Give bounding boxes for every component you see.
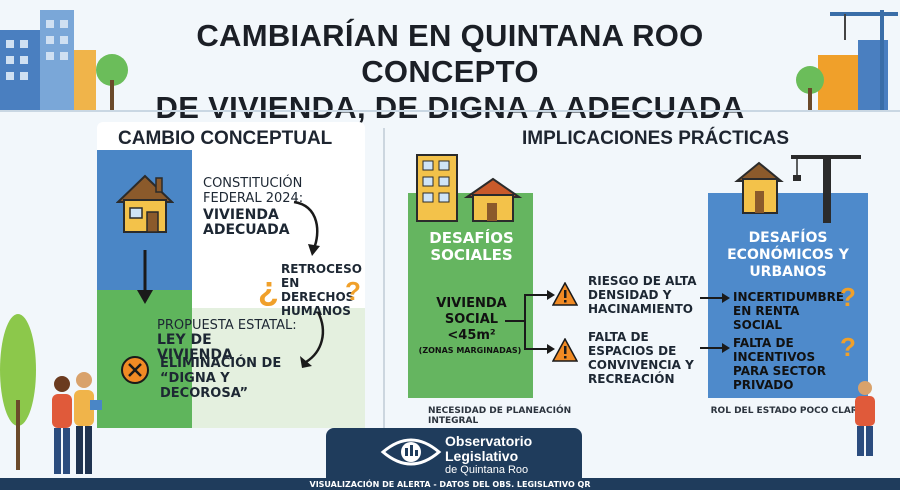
main-title: CAMBIARÍAN EN QUINTANA ROO CONCEPTO DE V… (120, 18, 780, 126)
tree-icon (0, 314, 36, 470)
footer-strip-text: VISUALIZACIÓN DE ALERTA - DATOS DEL OBS.… (309, 480, 591, 489)
economic-challenges-box (708, 193, 868, 398)
org-line-2: Legislativo (445, 448, 519, 464)
eliminacion-text: ELIMINACIÓN DE “DIGNA Y DECOROSA” (160, 356, 282, 401)
building-icon (416, 154, 523, 222)
economicos-title: DESAFÍOS ECONÓMICOS Y URBANOS (727, 230, 849, 280)
title-line-2: DE VIVIENDA, DE DIGNA A ADECUADA (155, 90, 745, 125)
org-name: Observatorio Legislativo de Quintana Roo (445, 434, 532, 477)
header-divider (0, 110, 900, 112)
title-line-1: CAMBIARÍAN EN QUINTANA ROO CONCEPTO (196, 18, 704, 89)
worker-icon (855, 381, 875, 456)
falta-espacios-text: FALTA DE ESPACIOS DE CONVIVENCIA Y RECRE… (588, 330, 694, 386)
warning-icon (552, 282, 578, 306)
question-icon-close: ? (345, 276, 361, 306)
right-section-heading: IMPLICACIONES PRÁCTICAS (522, 128, 790, 149)
question-icon-4: ? (840, 332, 856, 362)
sociales-title: DESAFÍOS SOCIALES (429, 229, 514, 264)
section-divider (383, 128, 385, 428)
warning-icon-2 (552, 338, 578, 362)
constitucion-value: VIVIENDA ADECUADA (203, 207, 290, 238)
house-icon (116, 174, 174, 233)
social-challenges-box (408, 193, 533, 398)
org-line-3: de Quintana Roo (445, 464, 529, 476)
question-icon-3: ? (840, 282, 856, 312)
city-left-decoration (0, 10, 128, 110)
propuesta-value: LEY DE VIVIENDA (157, 332, 233, 363)
right-arrows (700, 293, 730, 353)
riesgo-text: RIESGO DE ALTA DENSIDAD Y HACINAMIENTO (588, 274, 697, 316)
org-line-1: Observatorio (445, 433, 533, 449)
zonas-marginadas: (ZONAS MARGINADAS) (418, 346, 522, 355)
propuesta-label: PROPUESTA ESTATAL: (157, 318, 297, 333)
x-circle-icon (121, 356, 149, 384)
branch-arrows (505, 290, 555, 354)
left-section-heading: CAMBIO CONCEPTUAL (118, 128, 333, 149)
retroceso-text: RETROCESO EN DERECHOS HUMANOS (281, 262, 362, 318)
constitucion-label: CONSTITUCIÓN FEDERAL 2024: (203, 176, 304, 206)
incertidumbre-text: INCERTIDUMBRE EN RENTA SOCIAL (733, 290, 845, 332)
necesidad-label: NECESIDAD DE PLANEACIÓN INTEGRAL (428, 406, 572, 426)
falta-incentivos-text: FALTA DE INCENTIVOS PARA SECTOR PRIVADO (733, 336, 826, 392)
question-icon: ¿ (258, 270, 279, 308)
eye-logo-icon (380, 438, 442, 466)
curve-arrow-icon (293, 200, 320, 256)
footer-strip (0, 478, 900, 490)
green-column (97, 290, 192, 428)
down-arrow-icon (137, 250, 153, 304)
rol-estado-label: ROL DEL ESTADO POCO CLARO (710, 406, 866, 416)
green-band (192, 308, 365, 428)
crane-icon (734, 155, 861, 223)
curve-arrow-icon-2 (300, 311, 325, 368)
vivienda-social: VIVIENDA SOCIAL <45m² (436, 296, 507, 343)
construction-right-decoration (796, 10, 898, 110)
people-icon (52, 372, 102, 474)
